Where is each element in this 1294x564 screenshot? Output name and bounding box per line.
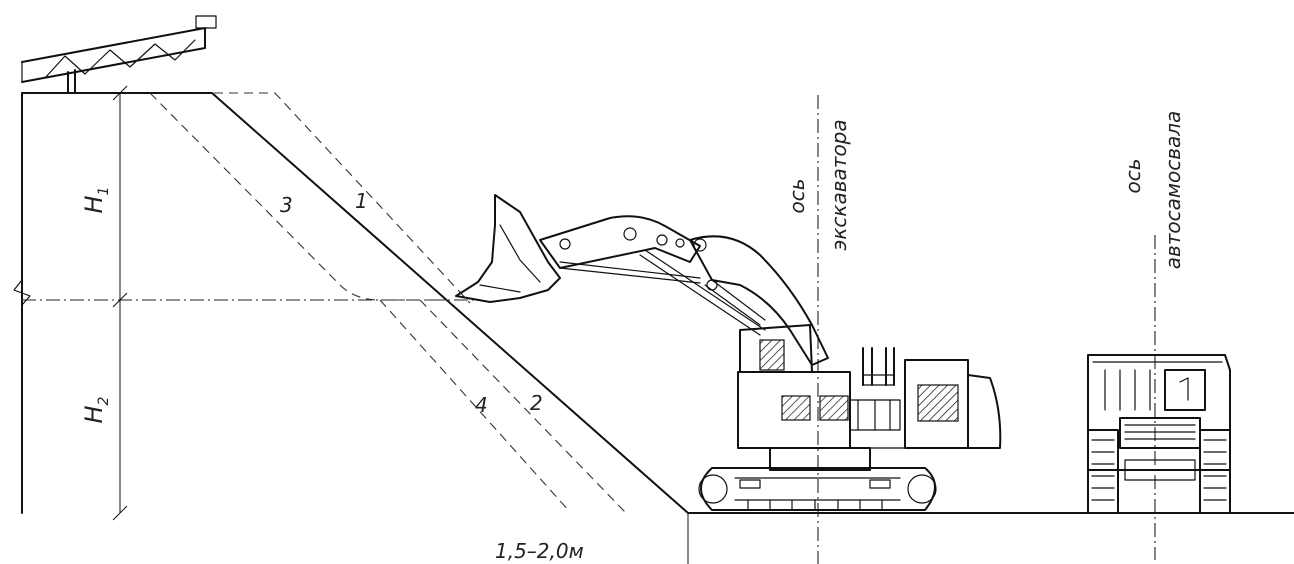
label-h2: H2 xyxy=(80,396,112,423)
label-line-3: 3 xyxy=(280,193,293,217)
slope-line-4 xyxy=(379,299,571,513)
label-axis-excavator: экскаватора xyxy=(827,119,851,250)
slope-line-3 xyxy=(149,92,470,301)
truck-wheel-left xyxy=(1087,429,1119,514)
svg-text:H1: H1 xyxy=(80,187,112,214)
label-line-1: 1 xyxy=(355,189,368,213)
crawler-track xyxy=(700,467,936,511)
bench-profile xyxy=(13,92,1294,514)
height-dimension xyxy=(112,85,128,521)
label-axis-word-1: ось xyxy=(785,178,809,213)
label-axis-word-2: ось xyxy=(1121,158,1145,193)
boom xyxy=(689,235,829,366)
conveyor xyxy=(21,15,217,94)
label-distance: 1,5–2,0м xyxy=(495,539,584,563)
bucket xyxy=(455,194,561,303)
excavator xyxy=(455,194,1002,511)
label-line-2: 2 xyxy=(530,391,543,415)
svg-text:H2: H2 xyxy=(80,396,112,423)
label-line-4: 4 xyxy=(475,393,488,417)
truck-wheel-right xyxy=(1199,429,1231,514)
stick xyxy=(539,215,701,269)
label-h1: H1 xyxy=(80,187,112,214)
label-axis-truck: автосамосвала xyxy=(1161,111,1185,270)
slope-line-1 xyxy=(214,92,471,304)
dump-truck xyxy=(1087,354,1231,514)
slope-line-2 xyxy=(419,299,626,513)
